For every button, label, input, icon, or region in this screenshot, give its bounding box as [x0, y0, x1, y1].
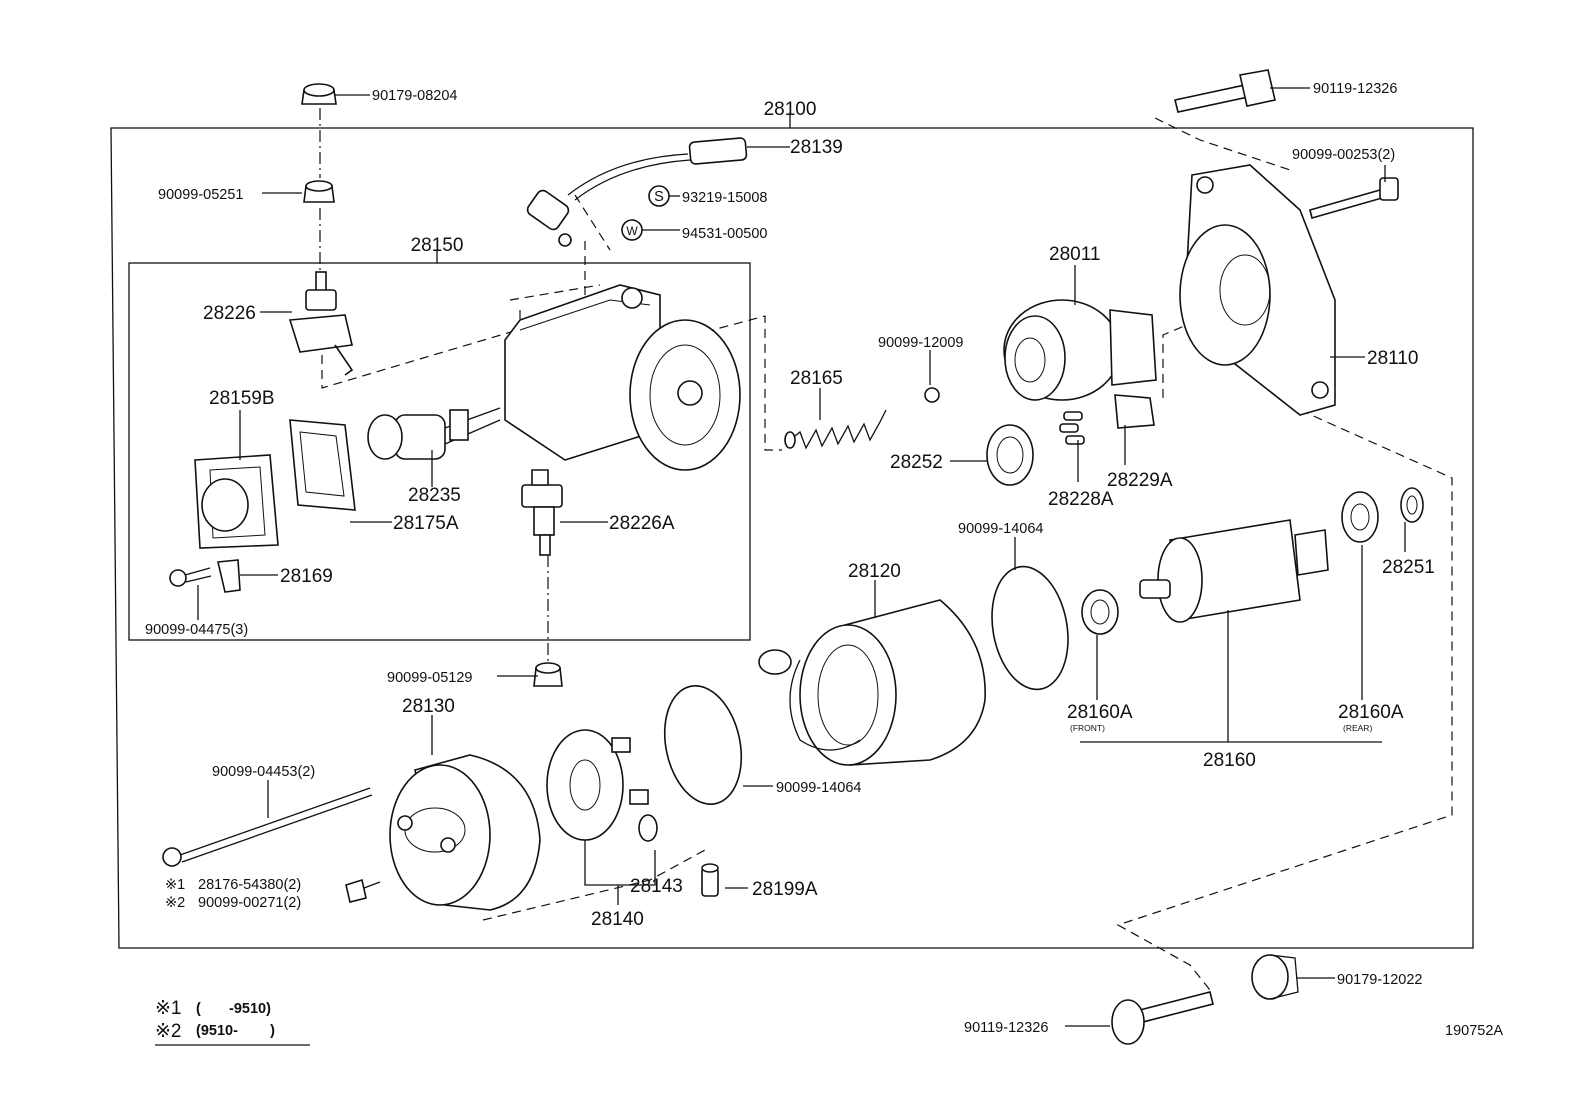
- label-28150: 28150: [411, 235, 464, 256]
- leader-lines: [155, 87, 1406, 1046]
- nut-90099-05129-drawing: [533, 662, 563, 687]
- label-28226: 28226: [203, 303, 256, 324]
- marker-w-icon: W: [621, 219, 643, 241]
- label-28235: 28235: [408, 485, 461, 506]
- label-90099-14064-bottom: 90099-14064: [776, 780, 861, 796]
- brush-28199A-drawing: [701, 863, 719, 897]
- rollers-28228A-drawing: [1059, 411, 1085, 445]
- label-90099-12009: 90099-12009: [878, 335, 963, 351]
- label-90099-05129: 90099-05129: [387, 670, 472, 686]
- label-90099-05251: 90099-05251: [158, 187, 243, 203]
- label-front-note: (FRONT): [1070, 723, 1105, 733]
- armature-28160-drawing: [1139, 519, 1329, 623]
- retainer-28229A-drawing: [1114, 394, 1155, 429]
- ball-90099-12009-drawing: [924, 387, 940, 403]
- gasket-28175A-drawing: [289, 419, 356, 511]
- gear-28252-drawing: [986, 424, 1034, 486]
- legend-row2-mark: ※2: [155, 1021, 182, 1042]
- washer-28251-drawing: [1400, 487, 1424, 523]
- legend: ※1 ( -9510) ※2 (9510- ): [155, 998, 275, 1042]
- terminal-28226A-drawing: [521, 469, 563, 556]
- label-28160A-front: 28160A: [1067, 702, 1133, 723]
- brush-holder-28140-drawing: [546, 729, 649, 841]
- through-bolt-90099-04453-drawing: [162, 787, 373, 867]
- note2-mark: ※2: [165, 895, 185, 911]
- legend-row1-range: ( -9510): [196, 1001, 271, 1017]
- label-28140: 28140: [591, 909, 644, 930]
- marker-s-icon: S: [648, 185, 670, 207]
- nut-90179-08204-drawing: [301, 83, 337, 105]
- label-90099-00271: 90099-00271(2): [198, 895, 301, 911]
- label-28199A: 28199A: [752, 879, 818, 900]
- label-90179-08204: 90179-08204: [372, 88, 457, 104]
- legend-row1-mark: ※1: [155, 998, 182, 1019]
- label-28130: 28130: [402, 696, 455, 717]
- bearing-28160A-front-drawing: [1081, 589, 1119, 635]
- label-90119-12326-bottom: 90119-12326: [964, 1020, 1048, 1036]
- o-ring-90099-14064-top-drawing: [991, 565, 1069, 691]
- svg-text:S: S: [654, 189, 664, 205]
- label-28165: 28165: [790, 368, 843, 389]
- label-28229A: 28229A: [1107, 470, 1173, 491]
- label-28169: 28169: [280, 566, 333, 587]
- sub-assembly-frame-28150: [128, 251, 751, 641]
- assembly-frame-28100: [110, 112, 1474, 949]
- terminal-28226-drawing: [288, 271, 354, 376]
- label-90119-12326-top: 90119-12326: [1313, 81, 1397, 97]
- label-28160: 28160: [1203, 750, 1256, 771]
- svg-text:W: W: [626, 224, 638, 238]
- clip-28169-drawing: [217, 559, 241, 593]
- o-ring-90099-14064-bottom-drawing: [663, 685, 743, 805]
- spring-28143-drawing: [638, 814, 658, 842]
- nut-90179-12022-drawing: [1251, 954, 1299, 1000]
- nut-90099-05251-drawing: [303, 180, 335, 203]
- label-93219-15008: 93219-15008: [682, 190, 767, 206]
- cover-28159B-drawing: [194, 454, 279, 549]
- label-28143: 28143: [630, 876, 683, 897]
- label-94531-00500: 94531-00500: [682, 226, 767, 242]
- label-28011: 28011: [1049, 244, 1100, 265]
- spring-28165-drawing: [784, 409, 887, 450]
- diagram-id: 190752A: [1445, 1023, 1503, 1039]
- label-28226A: 28226A: [609, 513, 675, 534]
- switch-housing-drawing: [504, 284, 741, 471]
- label-90099-04475: 90099-04475(3): [145, 622, 248, 638]
- plunger-28235-drawing: [367, 407, 501, 460]
- label-28159B: 28159B: [209, 388, 275, 409]
- bearing-28160A-rear-drawing: [1341, 491, 1379, 543]
- label-28110: 28110: [1367, 348, 1418, 369]
- bolt-90119-12326-top-drawing: [1174, 69, 1276, 113]
- label-28176-54380: 28176-54380(2): [198, 877, 301, 893]
- label-90099-00253: 90099-00253(2): [1292, 147, 1395, 163]
- label-rear-note: (REAR): [1343, 723, 1372, 733]
- legend-row2-range: (9510- ): [196, 1023, 275, 1039]
- label-28139: 28139: [790, 137, 843, 158]
- label-28120: 28120: [848, 561, 901, 582]
- yoke-28120-drawing: [758, 599, 986, 766]
- bolt-90119-12326-bottom-drawing: [1111, 991, 1214, 1045]
- label-28175A: 28175A: [393, 513, 459, 534]
- label-28228A: 28228A: [1048, 489, 1114, 510]
- label-28160A-rear: 28160A: [1338, 702, 1404, 723]
- note1-mark: ※1: [165, 877, 185, 893]
- end-frame-28130-drawing: [389, 754, 541, 911]
- label-28252: 28252: [890, 452, 943, 473]
- label-90099-14064-top: 90099-14064: [958, 521, 1043, 537]
- label-28251: 28251: [1382, 557, 1435, 578]
- bolt-90099-00253-drawing: [1309, 177, 1399, 219]
- screw-note-drawing: [345, 878, 381, 903]
- screw-90099-04475-drawing: [169, 567, 212, 587]
- lead-wire-28139-drawing: [526, 137, 748, 247]
- label-90179-12022: 90179-12022: [1337, 972, 1422, 988]
- label-90099-04453: 90099-04453(2): [212, 764, 315, 780]
- clutch-28011-drawing: [1003, 299, 1157, 401]
- housing-28110-drawing: [1179, 164, 1336, 416]
- label-28100: 28100: [764, 99, 817, 120]
